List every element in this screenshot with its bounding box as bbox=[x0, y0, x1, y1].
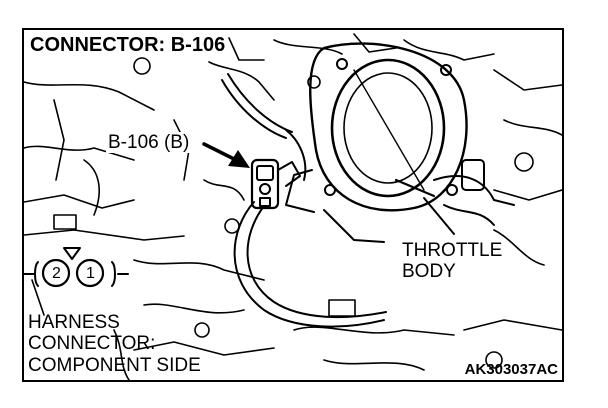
sensor-connector-drawing bbox=[250, 158, 301, 210]
connector-callout-label: B-106 (B) bbox=[106, 132, 192, 153]
connector-pin-1: 1 bbox=[86, 265, 95, 282]
diagram-title: CONNECTOR: B-106 bbox=[28, 34, 228, 56]
connector-pin-2: 2 bbox=[52, 265, 61, 282]
callout-arrow bbox=[202, 142, 250, 168]
engine-background-lines bbox=[24, 33, 562, 380]
harness-label-line1: HARNESS bbox=[28, 312, 120, 333]
harness-connector-label: HARNESS CONNECTOR: COMPONENT SIDE bbox=[28, 312, 201, 376]
engine-bay-line-drawing bbox=[24, 33, 562, 380]
wire-harness-drawing bbox=[221, 73, 387, 328]
throttle-body-leader-line bbox=[423, 197, 455, 235]
harness-connector-symbol bbox=[24, 247, 129, 288]
harness-label-line3: COMPONENT SIDE bbox=[28, 354, 201, 376]
figure-code: AK303037AC bbox=[464, 361, 558, 378]
throttle-body-label: THROTTLE BODY bbox=[402, 240, 502, 283]
throttle-body-label-line1: THROTTLE bbox=[402, 240, 503, 261]
figure-frame: CONNECTOR: B-106 B-106 (B) THROTTLE BODY… bbox=[22, 28, 564, 382]
throttle-body-drawing bbox=[285, 42, 515, 243]
harness-label-line2: CONNECTOR: bbox=[28, 333, 156, 355]
throttle-body-label-line2: BODY bbox=[402, 261, 456, 283]
